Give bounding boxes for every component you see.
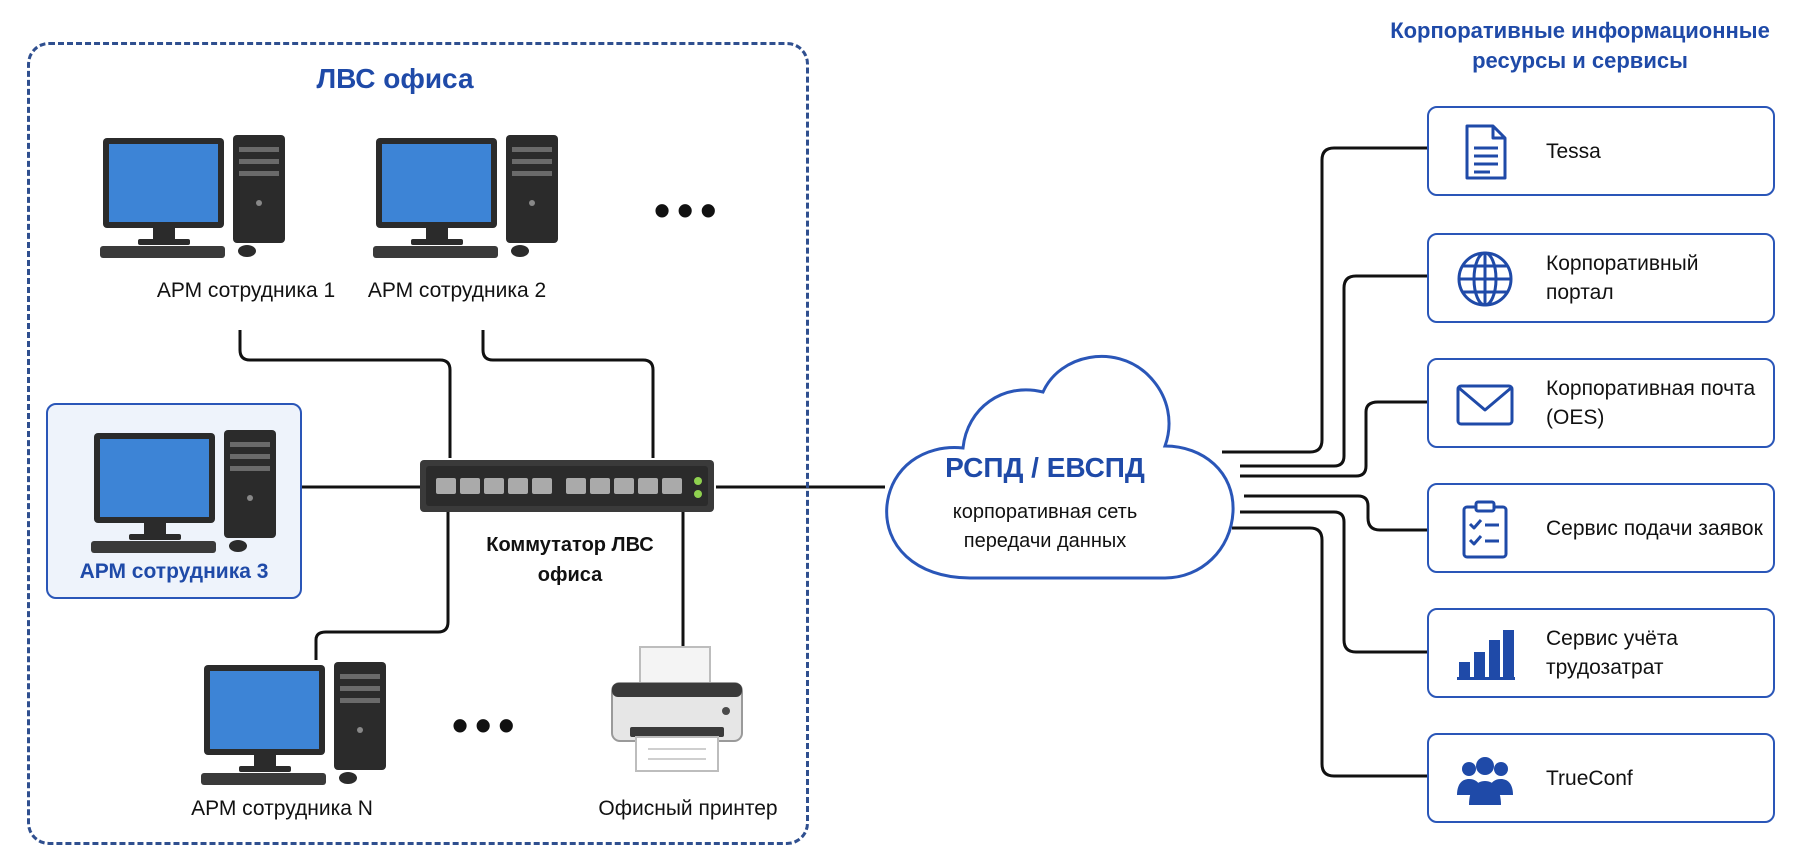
resource-label: Tessa [1546,139,1601,163]
link-pc2-switch [481,330,655,458]
link-cloud-mail [1240,400,1427,478]
mail-icon [1456,384,1514,426]
resource-label: Корпоративный портал [1546,252,1699,304]
printer-icon [611,646,743,772]
globe-icon [1457,251,1513,307]
network-title: РСПД / ЕВСПД [945,452,1145,483]
resource-portal: Корпоративный портал [1427,233,1775,323]
workstation-n-label: АРМ сотрудника N [191,797,373,820]
resource-timesheet: Сервис учёта трудозатрат [1427,608,1775,698]
link-cloud-portal [1240,274,1427,468]
resource-label: Сервис подачи заявок [1546,516,1763,540]
resource-label: Корпоративная почта (OES) [1546,377,1756,429]
resource-requests: Сервис подачи заявок [1427,483,1775,573]
network-subtitle: корпоративная сеть передачи данных [952,501,1138,552]
cloud-icon [885,354,1235,580]
resource-label: TrueConf [1546,766,1633,790]
resource-mail: Корпоративная почта (OES) [1427,358,1775,448]
link-pc1-switch [238,330,452,458]
workstation-2-label: АРМ сотрудника 2 [367,279,547,302]
link-pcN-switch [314,512,450,660]
lan-title: ЛВС офиса [316,63,474,94]
more-workstations-ellipsis-2: ••• [452,699,522,751]
switch-icon [420,460,714,512]
resource-trueconf: TrueConf [1427,733,1775,823]
workstation-3-label: АРМ сотрудника 3 [79,560,269,583]
document-icon [1465,124,1507,180]
users-icon [1457,757,1513,805]
lan-boundary [27,42,809,845]
clipboard-checklist-icon [1462,500,1508,559]
more-workstations-ellipsis: ••• [654,184,724,236]
resources-title: Корпоративные информационные ресурсы и с… [1390,18,1770,73]
resource-label: Сервис учёта трудозатрат [1546,627,1678,679]
workstation-1-label: АРМ сотрудника 1 [156,279,336,302]
workstation-3-icon [91,430,276,553]
workstation-1-icon [100,135,285,258]
workstation-2-icon [373,135,558,258]
bar-chart-icon [1457,630,1515,680]
printer-label: Офисный принтер [598,797,778,820]
switch-label: Коммутатор ЛВС офиса [486,534,654,586]
link-cloud-timesheet [1240,510,1427,654]
link-cloud-trueconf [1232,526,1427,778]
workstation-n-icon [201,662,386,785]
link-cloud-requests [1244,494,1427,532]
link-cloud-tessa [1222,146,1427,454]
resource-tessa: Tessa [1427,106,1775,196]
